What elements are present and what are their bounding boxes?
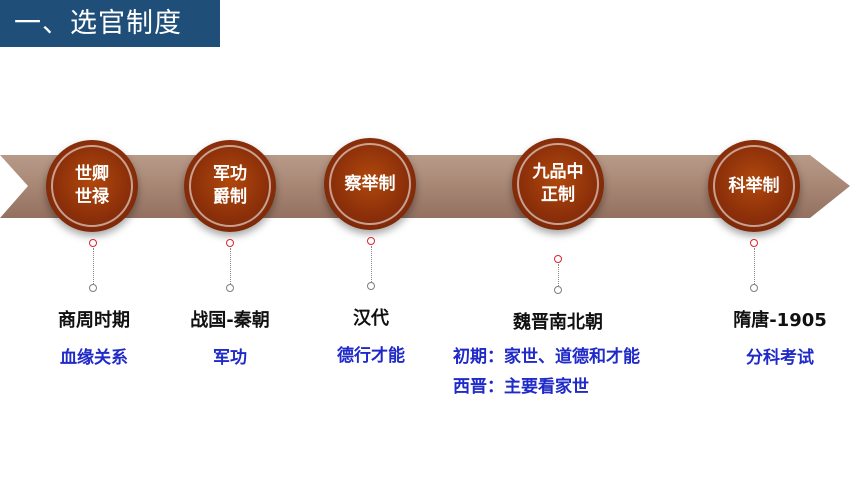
stage-period-3: 汉代 — [353, 308, 389, 329]
stage-desc-4b: 西晋：主要看家世 — [453, 377, 589, 397]
connector-dot-bottom-5 — [750, 284, 758, 292]
stage-node-5: 科举制 — [708, 140, 800, 232]
connector-dot-top-5 — [750, 239, 758, 247]
connector-dot-top-4 — [554, 255, 562, 263]
stage-node-1: 世卿 世禄 — [46, 140, 138, 232]
stage-period-2: 战国-秦朝 — [190, 310, 270, 331]
connector-dot-bottom-2 — [226, 284, 234, 292]
connector-dot-top-2 — [226, 239, 234, 247]
stage-period-4: 魏晋南北朝 — [513, 312, 603, 333]
stage-desc-2: 军功 — [213, 348, 247, 368]
connector-dot-bottom-4 — [554, 286, 562, 294]
stage-desc-1: 血缘关系 — [60, 348, 128, 368]
connector-line-2 — [230, 248, 231, 284]
stage-node-2: 军功 爵制 — [184, 140, 276, 232]
connector-dot-bottom-1 — [89, 284, 97, 292]
stage-desc-5: 分科考试 — [746, 348, 814, 368]
stage-period-5: 隋唐-1905 — [733, 310, 827, 331]
stage-desc-4a: 初期：家世、道德和才能 — [453, 347, 640, 367]
connector-dot-top-3 — [367, 237, 375, 245]
stage-name-5: 科举制 — [728, 175, 780, 196]
page-title: 一、选官制度 — [0, 0, 220, 47]
stage-node-4: 九品中 正制 — [512, 138, 604, 230]
stage-period-1: 商周时期 — [58, 310, 130, 331]
connector-line-5 — [754, 248, 755, 284]
connector-dot-top-1 — [89, 239, 97, 247]
connector-dot-bottom-3 — [367, 282, 375, 290]
connector-line-1 — [93, 248, 94, 284]
stage-name-3: 察举制 — [344, 173, 396, 194]
connector-line-3 — [371, 246, 372, 282]
stage-desc-3: 德行才能 — [337, 346, 405, 366]
stage-name-1: 世卿 世禄 — [75, 164, 109, 207]
stage-node-3: 察举制 — [324, 138, 416, 230]
stage-name-4: 九品中 正制 — [532, 162, 584, 205]
connector-line-4 — [558, 264, 559, 286]
stage-name-2: 军功 爵制 — [213, 164, 247, 207]
